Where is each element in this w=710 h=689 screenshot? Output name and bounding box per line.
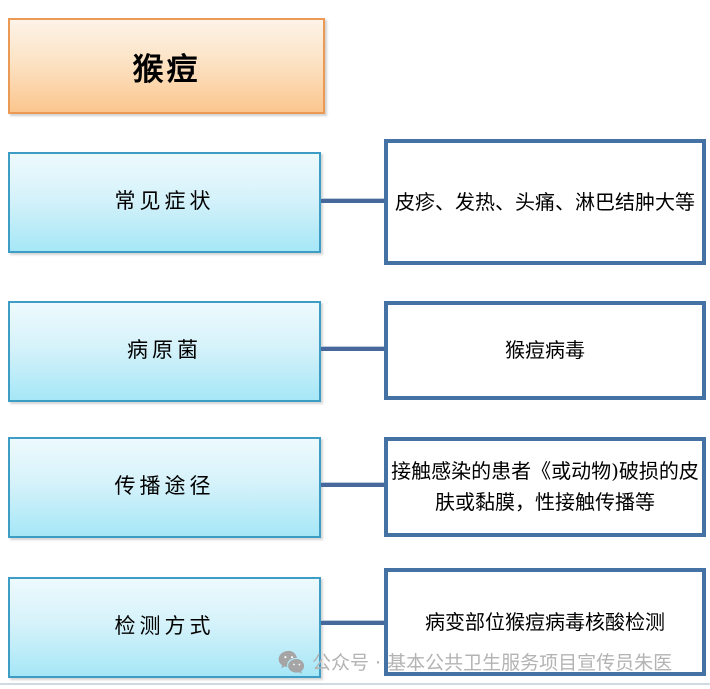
- category-box-detection: 检测方式: [8, 577, 321, 678]
- detail-box-symptoms: 皮疹、发热、头痛、淋巴结肿大等: [384, 139, 706, 265]
- detail-text: 接触感染的患者《或动物)破损的皮肤或黏膜，性接触传播等: [391, 459, 699, 514]
- category-box-symptoms: 常见症状: [8, 152, 321, 253]
- wechat-icon: [278, 650, 305, 674]
- detail-box-pathogen: 猴痘病毒: [384, 301, 706, 400]
- watermark: 公众号 · 基本公共卫生服务项目宣传员朱医: [278, 648, 672, 675]
- detail-text: 病变部位猴痘病毒核酸检测: [425, 609, 665, 634]
- category-label: 病原菌: [127, 337, 202, 362]
- category-box-transmission: 传播途径: [8, 437, 321, 538]
- detail-text: 皮疹、发热、头痛、淋巴结肿大等: [395, 189, 695, 214]
- connector-line: [321, 482, 384, 487]
- detail-box-detection: 病变部位猴痘病毒核酸检测: [384, 568, 706, 676]
- diagram-title: 猴痘: [132, 51, 201, 88]
- category-label: 检测方式: [114, 613, 215, 638]
- diagram-title-box: 猴痘: [8, 18, 325, 114]
- detail-box-transmission: 接触感染的患者《或动物)破损的皮肤或黏膜，性接触传播等: [384, 437, 706, 537]
- category-label: 传播途径: [114, 473, 215, 498]
- category-label: 常见症状: [114, 188, 215, 213]
- connector-line: [321, 620, 384, 625]
- watermark-text: 公众号 · 基本公共卫生服务项目宣传员朱医: [312, 652, 673, 674]
- category-box-pathogen: 病原菌: [8, 301, 321, 402]
- connector-line: [321, 346, 384, 351]
- connector-line: [321, 198, 384, 203]
- bottom-divider: [0, 683, 710, 685]
- detail-text: 猴痘病毒: [505, 338, 585, 362]
